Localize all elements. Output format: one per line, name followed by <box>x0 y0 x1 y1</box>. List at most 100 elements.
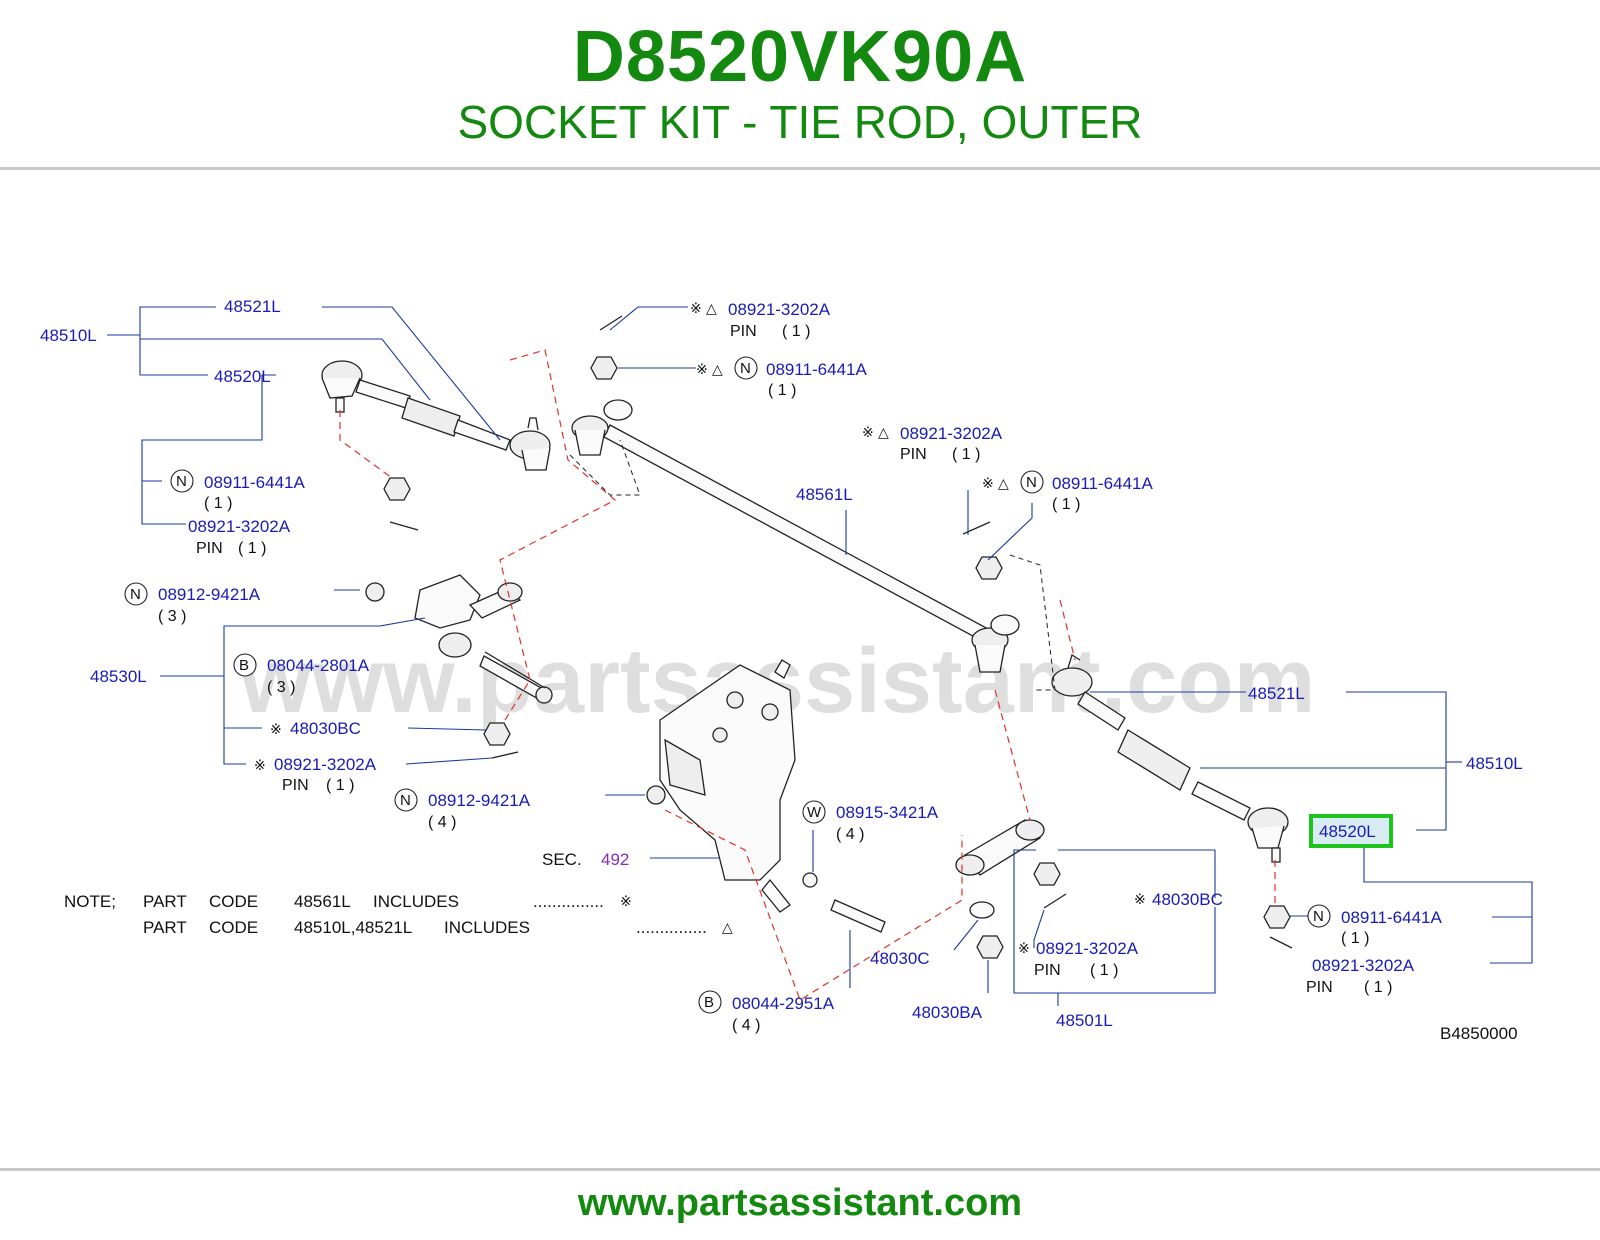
callout-08921-3202A-mid[interactable]: 08921-3202A <box>274 755 377 774</box>
callout-08921-3202A-topB[interactable]: 08921-3202A <box>900 424 1003 443</box>
diagram-id: B4850000 <box>1440 1024 1518 1043</box>
qty-08044-2951A: ( 4 ) <box>732 1017 760 1034</box>
pin-label-topA: PIN <box>730 323 757 340</box>
callout-48521L-right[interactable]: 48521L <box>1248 684 1305 703</box>
callout-48030C[interactable]: 48030C <box>870 949 930 968</box>
svg-text:INCLUDES: INCLUDES <box>373 892 459 911</box>
footer-url[interactable]: www.partsassistant.com <box>577 1182 1023 1224</box>
n-badge-icon: N <box>170 469 194 493</box>
assembly-guide-lines <box>339 349 1276 1001</box>
svg-text:W: W <box>807 804 822 821</box>
kome-mark: ※ <box>1018 941 1030 957</box>
pin-qty-right: ( 1 ) <box>1364 979 1392 996</box>
section-ref-link[interactable]: 492 <box>601 850 629 869</box>
section-ref-prefix: SEC. <box>542 850 582 869</box>
svg-text:CODE: CODE <box>209 892 258 911</box>
svg-text:N: N <box>740 360 751 377</box>
svg-text:PART: PART <box>143 892 187 911</box>
svg-text:...............: ............... <box>636 918 707 937</box>
svg-text:N: N <box>130 586 141 603</box>
w-badge-icon: W <box>802 800 826 824</box>
callout-08911-6441A-topB[interactable]: 08911-6441A <box>1052 474 1153 493</box>
callout-48030BC-left[interactable]: 48030BC <box>290 719 361 738</box>
callout-48030BC-right[interactable]: 48030BC <box>1152 890 1223 909</box>
svg-text:48561L: 48561L <box>294 892 351 911</box>
pitman-arm-drawing <box>484 651 1045 959</box>
n-badge-icon: N <box>1020 470 1044 494</box>
triangle-mark: △ <box>998 476 1009 492</box>
callout-48030BA[interactable]: 48030BA <box>912 1003 983 1022</box>
b-badge-icon: B <box>698 990 722 1014</box>
callout-08911-6441A-right[interactable]: 08911-6441A <box>1341 908 1442 927</box>
kome-mark: ※ <box>270 722 282 738</box>
callout-48520L-right-highlighted[interactable]: 48520L <box>1319 822 1376 841</box>
pin-qty-topB: ( 1 ) <box>952 446 980 463</box>
qty-08044-2801A: ( 3 ) <box>267 679 295 696</box>
right-side-rod-drawing <box>1051 654 1289 863</box>
callout-48561L[interactable]: 48561L <box>796 485 853 504</box>
svg-text:△: △ <box>722 920 733 936</box>
steering-gear-drawing <box>646 659 796 913</box>
callout-08915-3421A[interactable]: 08915-3421A <box>836 803 939 822</box>
b-badge-icon: B <box>233 653 257 677</box>
leader-lines <box>107 306 1533 1006</box>
svg-text:※: ※ <box>620 894 632 910</box>
svg-text:CODE: CODE <box>209 918 258 937</box>
kome-mark: ※ <box>982 476 994 492</box>
svg-text:N: N <box>176 473 187 490</box>
qty-08911-6441A-topA: ( 1 ) <box>768 382 796 399</box>
pin-qty-topA: ( 1 ) <box>782 323 810 340</box>
svg-text:...............: ............... <box>533 892 604 911</box>
svg-text:PART: PART <box>143 918 187 937</box>
n-badge-icon: N <box>734 356 758 380</box>
callout-48530L[interactable]: 48530L <box>90 667 147 686</box>
pin-qty-left: ( 1 ) <box>238 540 266 557</box>
callout-48520L-left[interactable]: 48520L <box>214 367 271 386</box>
callout-08044-2951A[interactable]: 08044-2951A <box>732 994 835 1013</box>
callout-08921-3202A-right[interactable]: 08921-3202A <box>1312 956 1415 975</box>
callout-08912-9421A-b[interactable]: 08912-9421A <box>428 791 531 810</box>
qty-08912-9421A-b: ( 4 ) <box>428 814 456 831</box>
qty-08911-6441A-topB: ( 1 ) <box>1052 496 1080 513</box>
callout-08911-6441A-left[interactable]: 08911-6441A <box>204 473 305 492</box>
triangle-mark: △ <box>706 301 717 317</box>
center-rod-drawing <box>571 399 1020 673</box>
callout-48510L-right[interactable]: 48510L <box>1466 754 1523 773</box>
kome-mark: ※ <box>1134 892 1146 908</box>
pin-label-mid: PIN <box>282 777 309 794</box>
footer-divider <box>0 1168 1600 1171</box>
callout-08921-3202A-lower[interactable]: 08921-3202A <box>1036 939 1139 958</box>
highlighted-part-box <box>1309 814 1393 848</box>
left-side-rod-drawing <box>321 360 551 471</box>
svg-text:INCLUDES: INCLUDES <box>444 918 530 937</box>
kome-mark: ※ <box>254 758 266 774</box>
pin-qty-lower: ( 1 ) <box>1090 962 1118 979</box>
callout-08044-2801A[interactable]: 08044-2801A <box>267 656 370 675</box>
svg-text:B: B <box>704 994 714 1011</box>
callout-08911-6441A-topA[interactable]: 08911-6441A <box>766 360 867 379</box>
n-badge-icon: N <box>394 788 418 812</box>
nuts-and-pins-drawing <box>383 315 1293 949</box>
callout-48521L-left[interactable]: 48521L <box>224 297 281 316</box>
qty-08915-3421A: ( 4 ) <box>836 826 864 843</box>
svg-text:N: N <box>400 792 411 809</box>
pin-label-lower: PIN <box>1034 962 1061 979</box>
n-badge-icon: N <box>1307 904 1331 928</box>
callout-08921-3202A-topA[interactable]: 08921-3202A <box>728 300 831 319</box>
parts-drawings <box>321 315 1293 959</box>
n-badge-icon: N <box>124 582 148 606</box>
svg-text:48510L,48521L: 48510L,48521L <box>294 918 412 937</box>
callout-48501L[interactable]: 48501L <box>1056 1011 1113 1030</box>
callout-48510L-left[interactable]: 48510L <box>40 326 97 345</box>
callout-08912-9421A-a[interactable]: 08912-9421A <box>158 585 261 604</box>
svg-text:NOTE;: NOTE; <box>64 892 116 911</box>
pin-label-topB: PIN <box>900 446 927 463</box>
qty-08911-6441A-left: ( 1 ) <box>204 495 232 512</box>
kome-mark: ※ <box>690 301 702 317</box>
part-name-subtitle: SOCKET KIT - TIE ROD, OUTER <box>457 96 1143 148</box>
note-block: NOTE; PART CODE 48561L INCLUDES ........… <box>64 892 733 937</box>
callout-08921-3202A-left[interactable]: 08921-3202A <box>188 517 291 536</box>
header-divider <box>0 167 1600 170</box>
kome-mark: ※ <box>862 425 874 441</box>
